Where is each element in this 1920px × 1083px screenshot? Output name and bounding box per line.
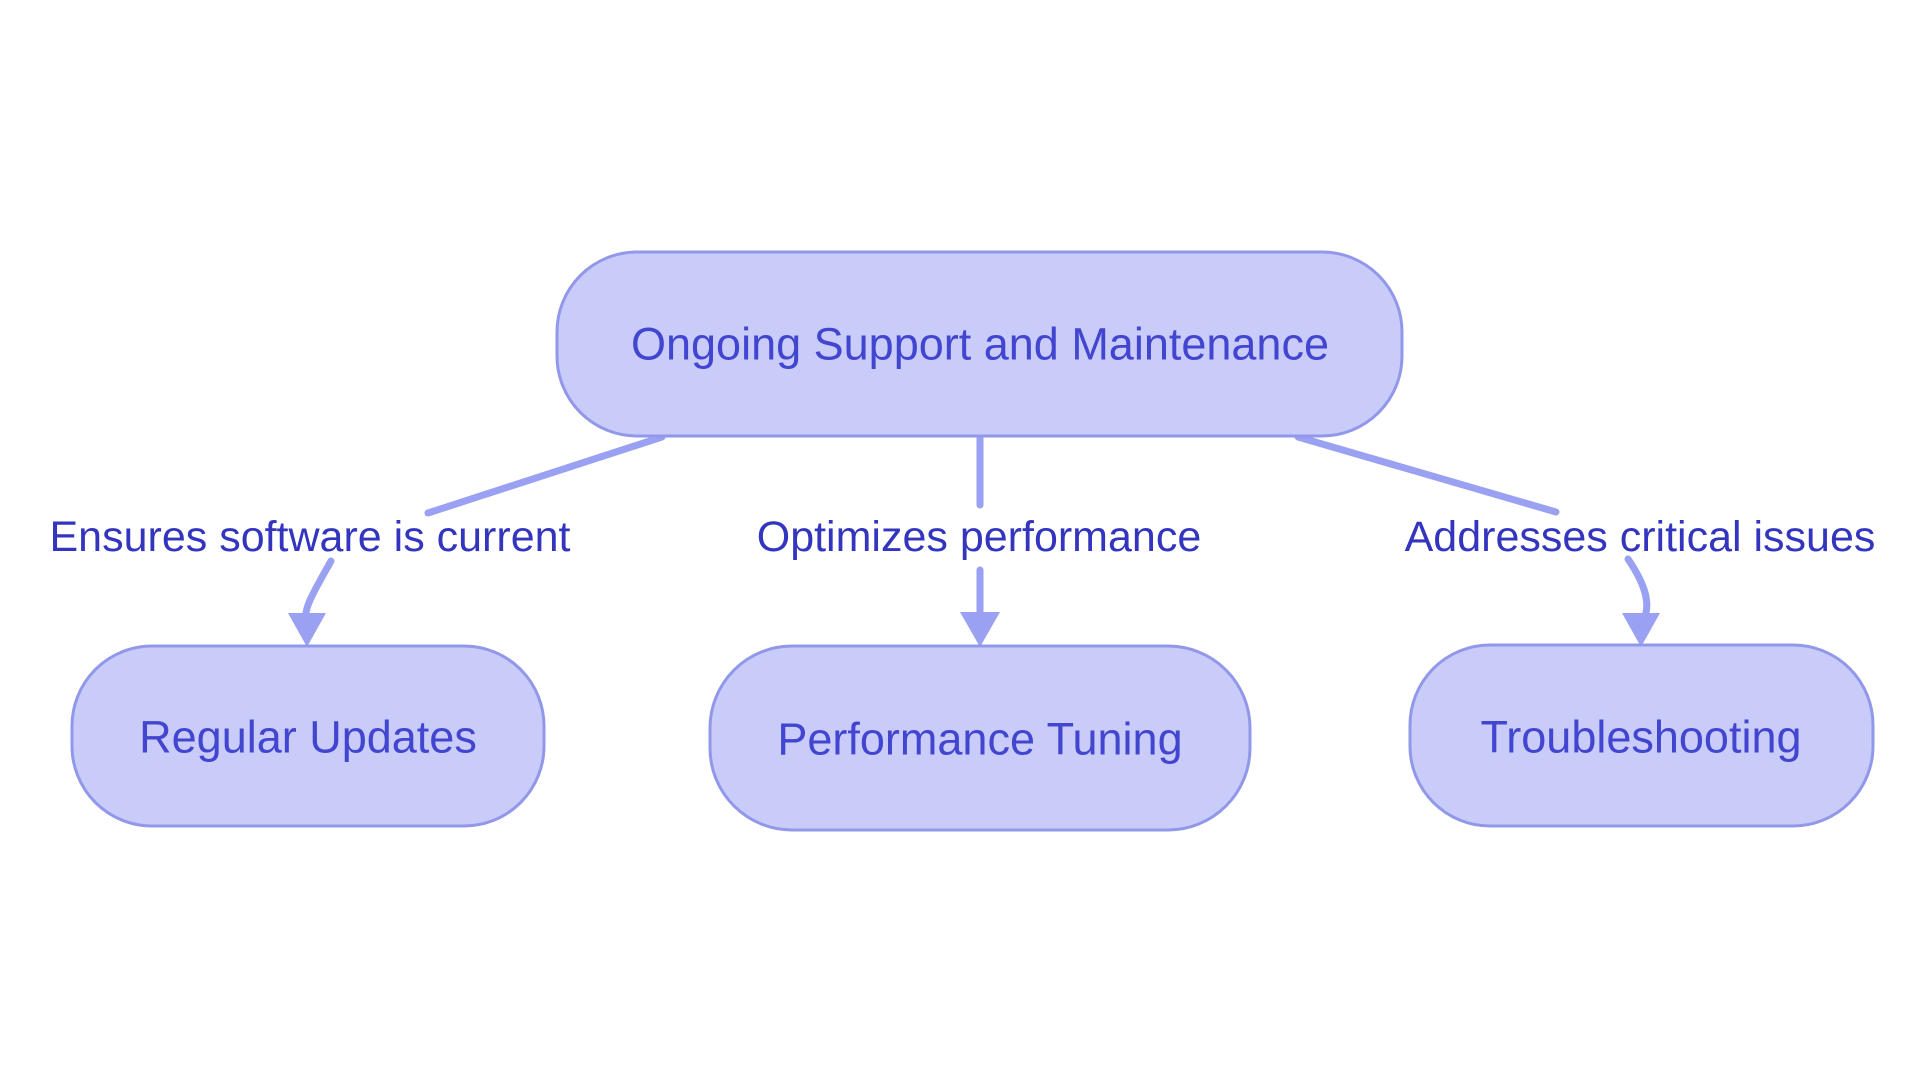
arrowhead-icon-performance-tuning	[960, 612, 1000, 647]
edge-root-to-regular-updates	[288, 433, 666, 647]
edge-line-lower-left	[302, 557, 335, 620]
edge-label-performance-tuning: Optimizes performance	[757, 513, 1202, 561]
edge-root-to-troubleshooting	[1294, 433, 1660, 647]
edge-line-lower-right	[1624, 555, 1651, 620]
arrowhead-icon-regular-updates	[288, 613, 326, 647]
node-shape-troubleshooting	[1408, 643, 1875, 828]
node-shape-performance-tuning	[708, 644, 1252, 832]
edge-label-troubleshooting: Addresses critical issues	[1405, 513, 1876, 561]
edge-line-upper-right	[1294, 433, 1560, 516]
edge-root-to-performance-tuning	[960, 433, 1000, 647]
node-label-root: Ongoing Support and Maintenance	[631, 319, 1329, 370]
node-shape-root	[555, 250, 1404, 438]
node-troubleshooting: Troubleshooting	[1408, 643, 1875, 828]
node-shape-regular-updates	[70, 644, 546, 828]
node-label-performance-tuning: Performance Tuning	[777, 714, 1182, 765]
arrowhead-icon-troubleshooting	[1622, 613, 1660, 647]
node-ongoing-support-and-maintenance: Ongoing Support and Maintenance	[555, 250, 1404, 438]
node-regular-updates: Regular Updates	[70, 644, 546, 828]
edge-label-regular-updates: Ensures software is current	[50, 513, 571, 561]
edge-line-upper-left	[424, 433, 666, 517]
node-label-regular-updates: Regular Updates	[139, 712, 477, 763]
node-label-troubleshooting: Troubleshooting	[1480, 712, 1801, 763]
node-performance-tuning: Performance Tuning	[708, 644, 1252, 832]
